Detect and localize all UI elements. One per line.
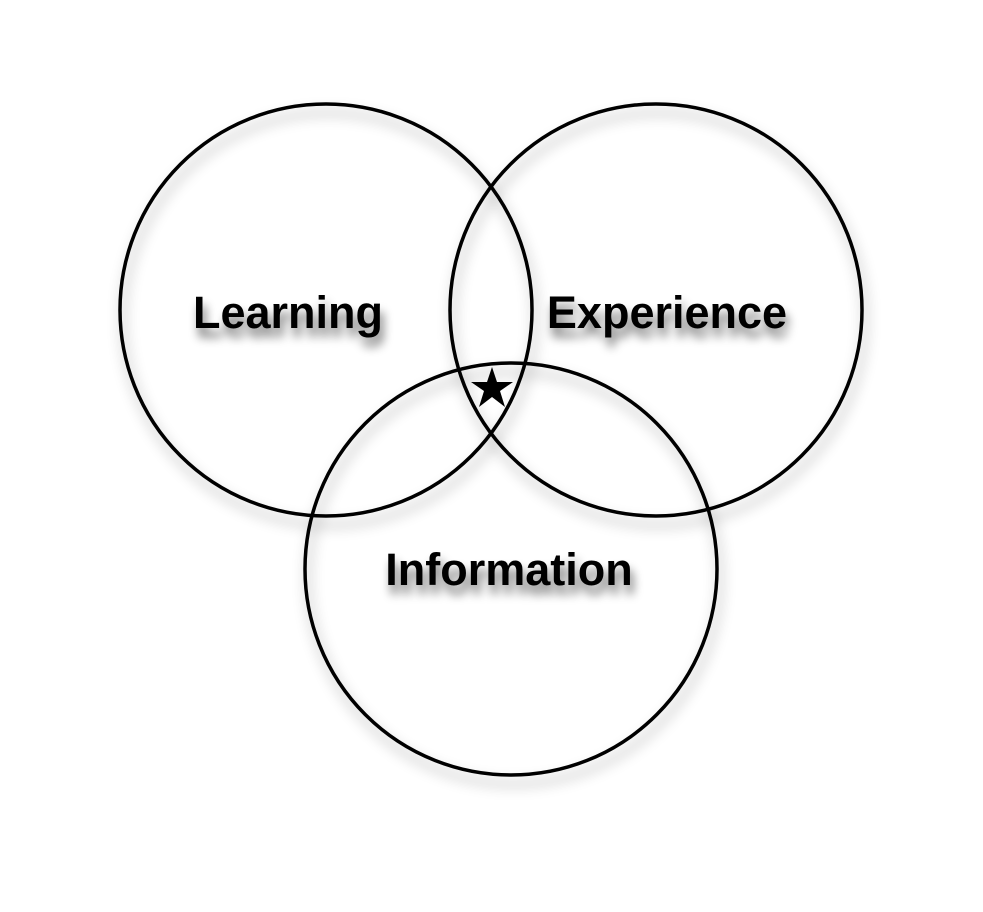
experience-circle [448, 102, 864, 518]
information-label: Information [385, 544, 632, 595]
experience-label: Experience [547, 287, 787, 338]
learning-label: Learning [193, 287, 383, 338]
information-circle [303, 361, 719, 777]
star-icon [471, 367, 513, 407]
learning-circle [118, 102, 534, 518]
